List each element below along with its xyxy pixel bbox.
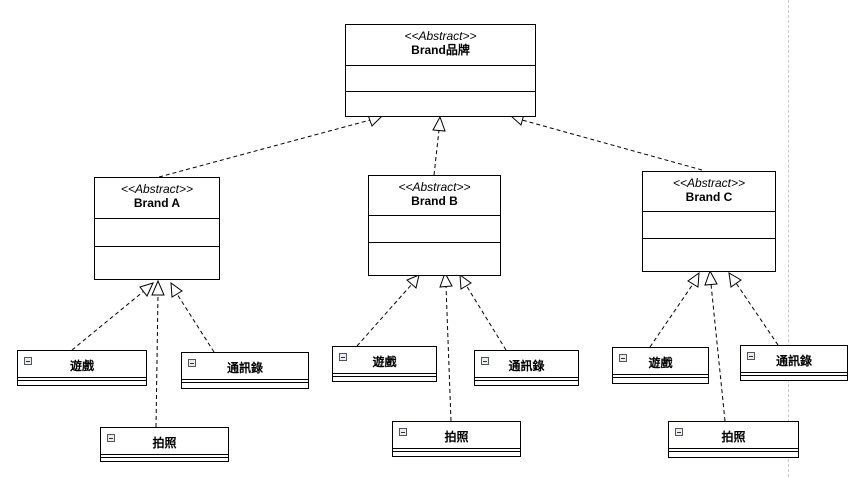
edge-c-games (649, 271, 700, 348)
class-name: Brand B (411, 194, 458, 208)
stereotype-label: <<Abstract>> (120, 182, 194, 196)
class-name: 拍照 (721, 430, 746, 444)
edge-b-games (356, 274, 420, 347)
attributes-compartment (346, 65, 535, 91)
class-brand-c[interactable]: <<Abstract>> Brand C (642, 171, 776, 272)
stereotype-label: <<Abstract>> (672, 176, 746, 190)
collapse-icon[interactable] (24, 357, 32, 365)
operations-compartment (369, 242, 500, 275)
edge-brand-c-to-root (509, 113, 703, 171)
collapse-icon[interactable] (675, 428, 683, 436)
edge-b-photo (439, 271, 453, 422)
class-a-contacts[interactable]: 通訊錄 (181, 352, 309, 389)
class-name: 通訊錄 (775, 354, 812, 368)
stereotype-label: <<Abstract>> (404, 29, 477, 43)
attributes-compartment (95, 218, 219, 246)
class-name: 遊戲 (648, 356, 673, 370)
edge-a-contacts (170, 281, 215, 353)
edge-brand-a-to-root (158, 114, 384, 178)
edge-c-photo (704, 269, 726, 422)
operations-compartment (643, 238, 775, 271)
collapse-icon[interactable] (107, 434, 115, 442)
collapse-icon[interactable] (481, 357, 489, 365)
collapse-icon[interactable] (399, 428, 407, 436)
class-name: Brand C (685, 190, 733, 204)
class-name: 遊戲 (69, 359, 94, 373)
class-b-games[interactable]: 遊戲 (332, 346, 437, 382)
edge-c-contacts (728, 272, 779, 346)
class-a-games[interactable]: 遊戲 (17, 350, 147, 386)
class-name: Brand品牌 (411, 43, 470, 57)
operations-compartment (95, 246, 219, 279)
class-name: Brand A (133, 196, 181, 210)
class-c-games[interactable]: 遊戲 (612, 347, 709, 384)
class-brand-b[interactable]: <<Abstract>> Brand B (368, 175, 501, 276)
class-b-photo[interactable]: 拍照 (392, 421, 521, 457)
class-a-photo[interactable]: 拍照 (100, 427, 229, 462)
class-brand-a[interactable]: <<Abstract>> Brand A (94, 177, 220, 280)
class-name: 遊戲 (372, 355, 397, 369)
class-name: 通訊錄 (226, 361, 263, 375)
edge-b-contacts (459, 273, 507, 351)
attributes-compartment (369, 215, 500, 242)
edge-a-games (71, 282, 154, 351)
collapse-icon[interactable] (747, 352, 755, 360)
collapse-icon[interactable] (339, 353, 347, 361)
page-break-line (788, 0, 789, 477)
attributes-compartment (643, 211, 775, 238)
class-c-photo[interactable]: 拍照 (668, 421, 799, 458)
class-b-contacts[interactable]: 通訊錄 (474, 350, 579, 386)
stereotype-label: <<Abstract>> (398, 180, 471, 194)
edge-a-photo (151, 279, 165, 428)
collapse-icon[interactable] (619, 354, 627, 362)
operations-compartment (346, 91, 535, 116)
class-name: 拍照 (152, 436, 177, 450)
class-c-contacts[interactable]: 通訊錄 (740, 345, 848, 381)
edge-brand-b-to-root (432, 115, 446, 176)
class-name: 通訊錄 (508, 359, 545, 373)
class-name: 拍照 (444, 430, 469, 444)
collapse-icon[interactable] (188, 359, 196, 367)
class-brand-root[interactable]: <<Abstract>> Brand品牌 (345, 24, 536, 117)
